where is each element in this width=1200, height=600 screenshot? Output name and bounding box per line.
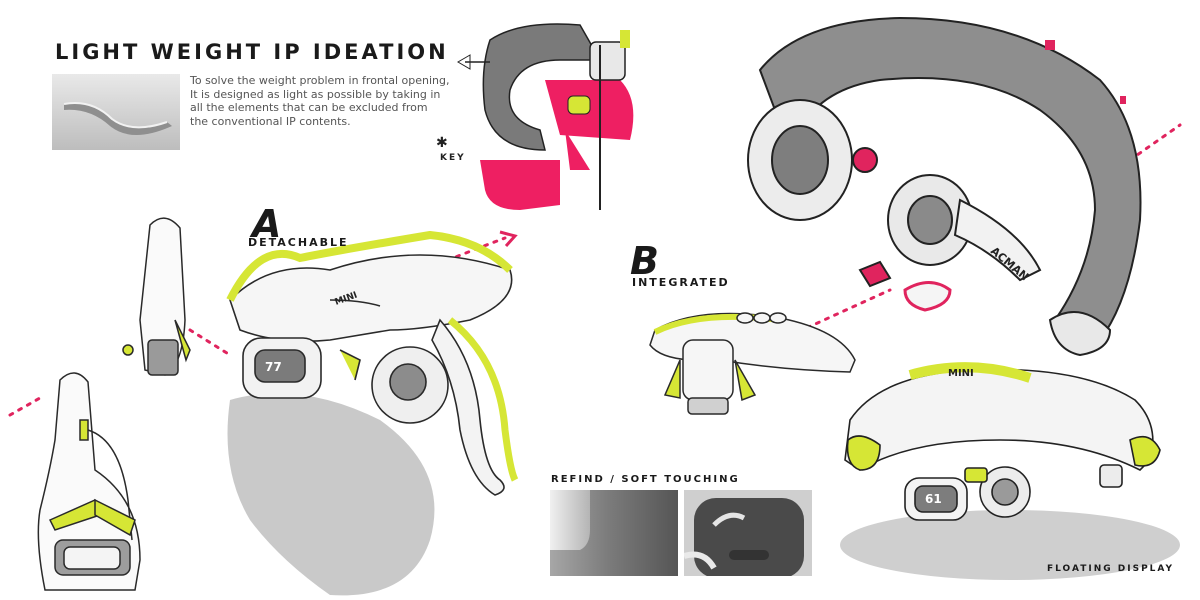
concept-b-name: INTEGRATED	[632, 276, 730, 289]
floating-display-caption: FLOATING DISPLAY	[1047, 564, 1175, 574]
concept-b-letter: B	[630, 239, 659, 283]
material-swatch-refined	[550, 490, 678, 576]
concept-a-name: DETACHABLE	[248, 236, 349, 249]
display-a-number: 77	[265, 360, 282, 374]
lightweight-ip-render	[63, 102, 172, 135]
shadow-a	[227, 393, 435, 596]
key-marker-icon: ✱	[436, 135, 448, 151]
concept-b-sketch	[649, 312, 856, 415]
display-b-number: 61	[925, 492, 942, 506]
shadow-floating	[840, 510, 1180, 580]
mini-badge-b: MINI	[948, 368, 974, 379]
swatch-soft-shape	[683, 498, 804, 578]
key-sketch	[457, 23, 634, 210]
description-line-4: the conventional IP contents.	[190, 114, 351, 128]
concept-a-letter: A	[252, 202, 282, 246]
material-swatch-soft	[683, 490, 812, 578]
swatch-refined-shape	[550, 490, 678, 576]
description: To solve the weight problem in frontal o…	[190, 74, 450, 128]
material-panel-title: REFIND / SOFT TOUCHING	[551, 474, 740, 485]
floating-display-sketch	[844, 362, 1161, 521]
sketch-piece-top	[122, 217, 191, 376]
description-line-1: To solve the weight problem in frontal o…	[190, 74, 450, 87]
sketch-piece-bottom	[37, 372, 141, 591]
description-line-3: all the elements that can be excluded fr…	[190, 101, 428, 114]
page-title: LIGHT WEIGHT IP IDEATION	[55, 40, 449, 64]
arrow-head-a	[499, 230, 518, 248]
wraparound-ip-sketch	[747, 16, 1142, 357]
concept-a-sketch	[226, 230, 519, 496]
key-label: KEY	[440, 153, 466, 163]
description-line-2: It is designed as light as possible by t…	[190, 87, 441, 101]
lightweight-ip-thumbnail	[52, 74, 180, 150]
